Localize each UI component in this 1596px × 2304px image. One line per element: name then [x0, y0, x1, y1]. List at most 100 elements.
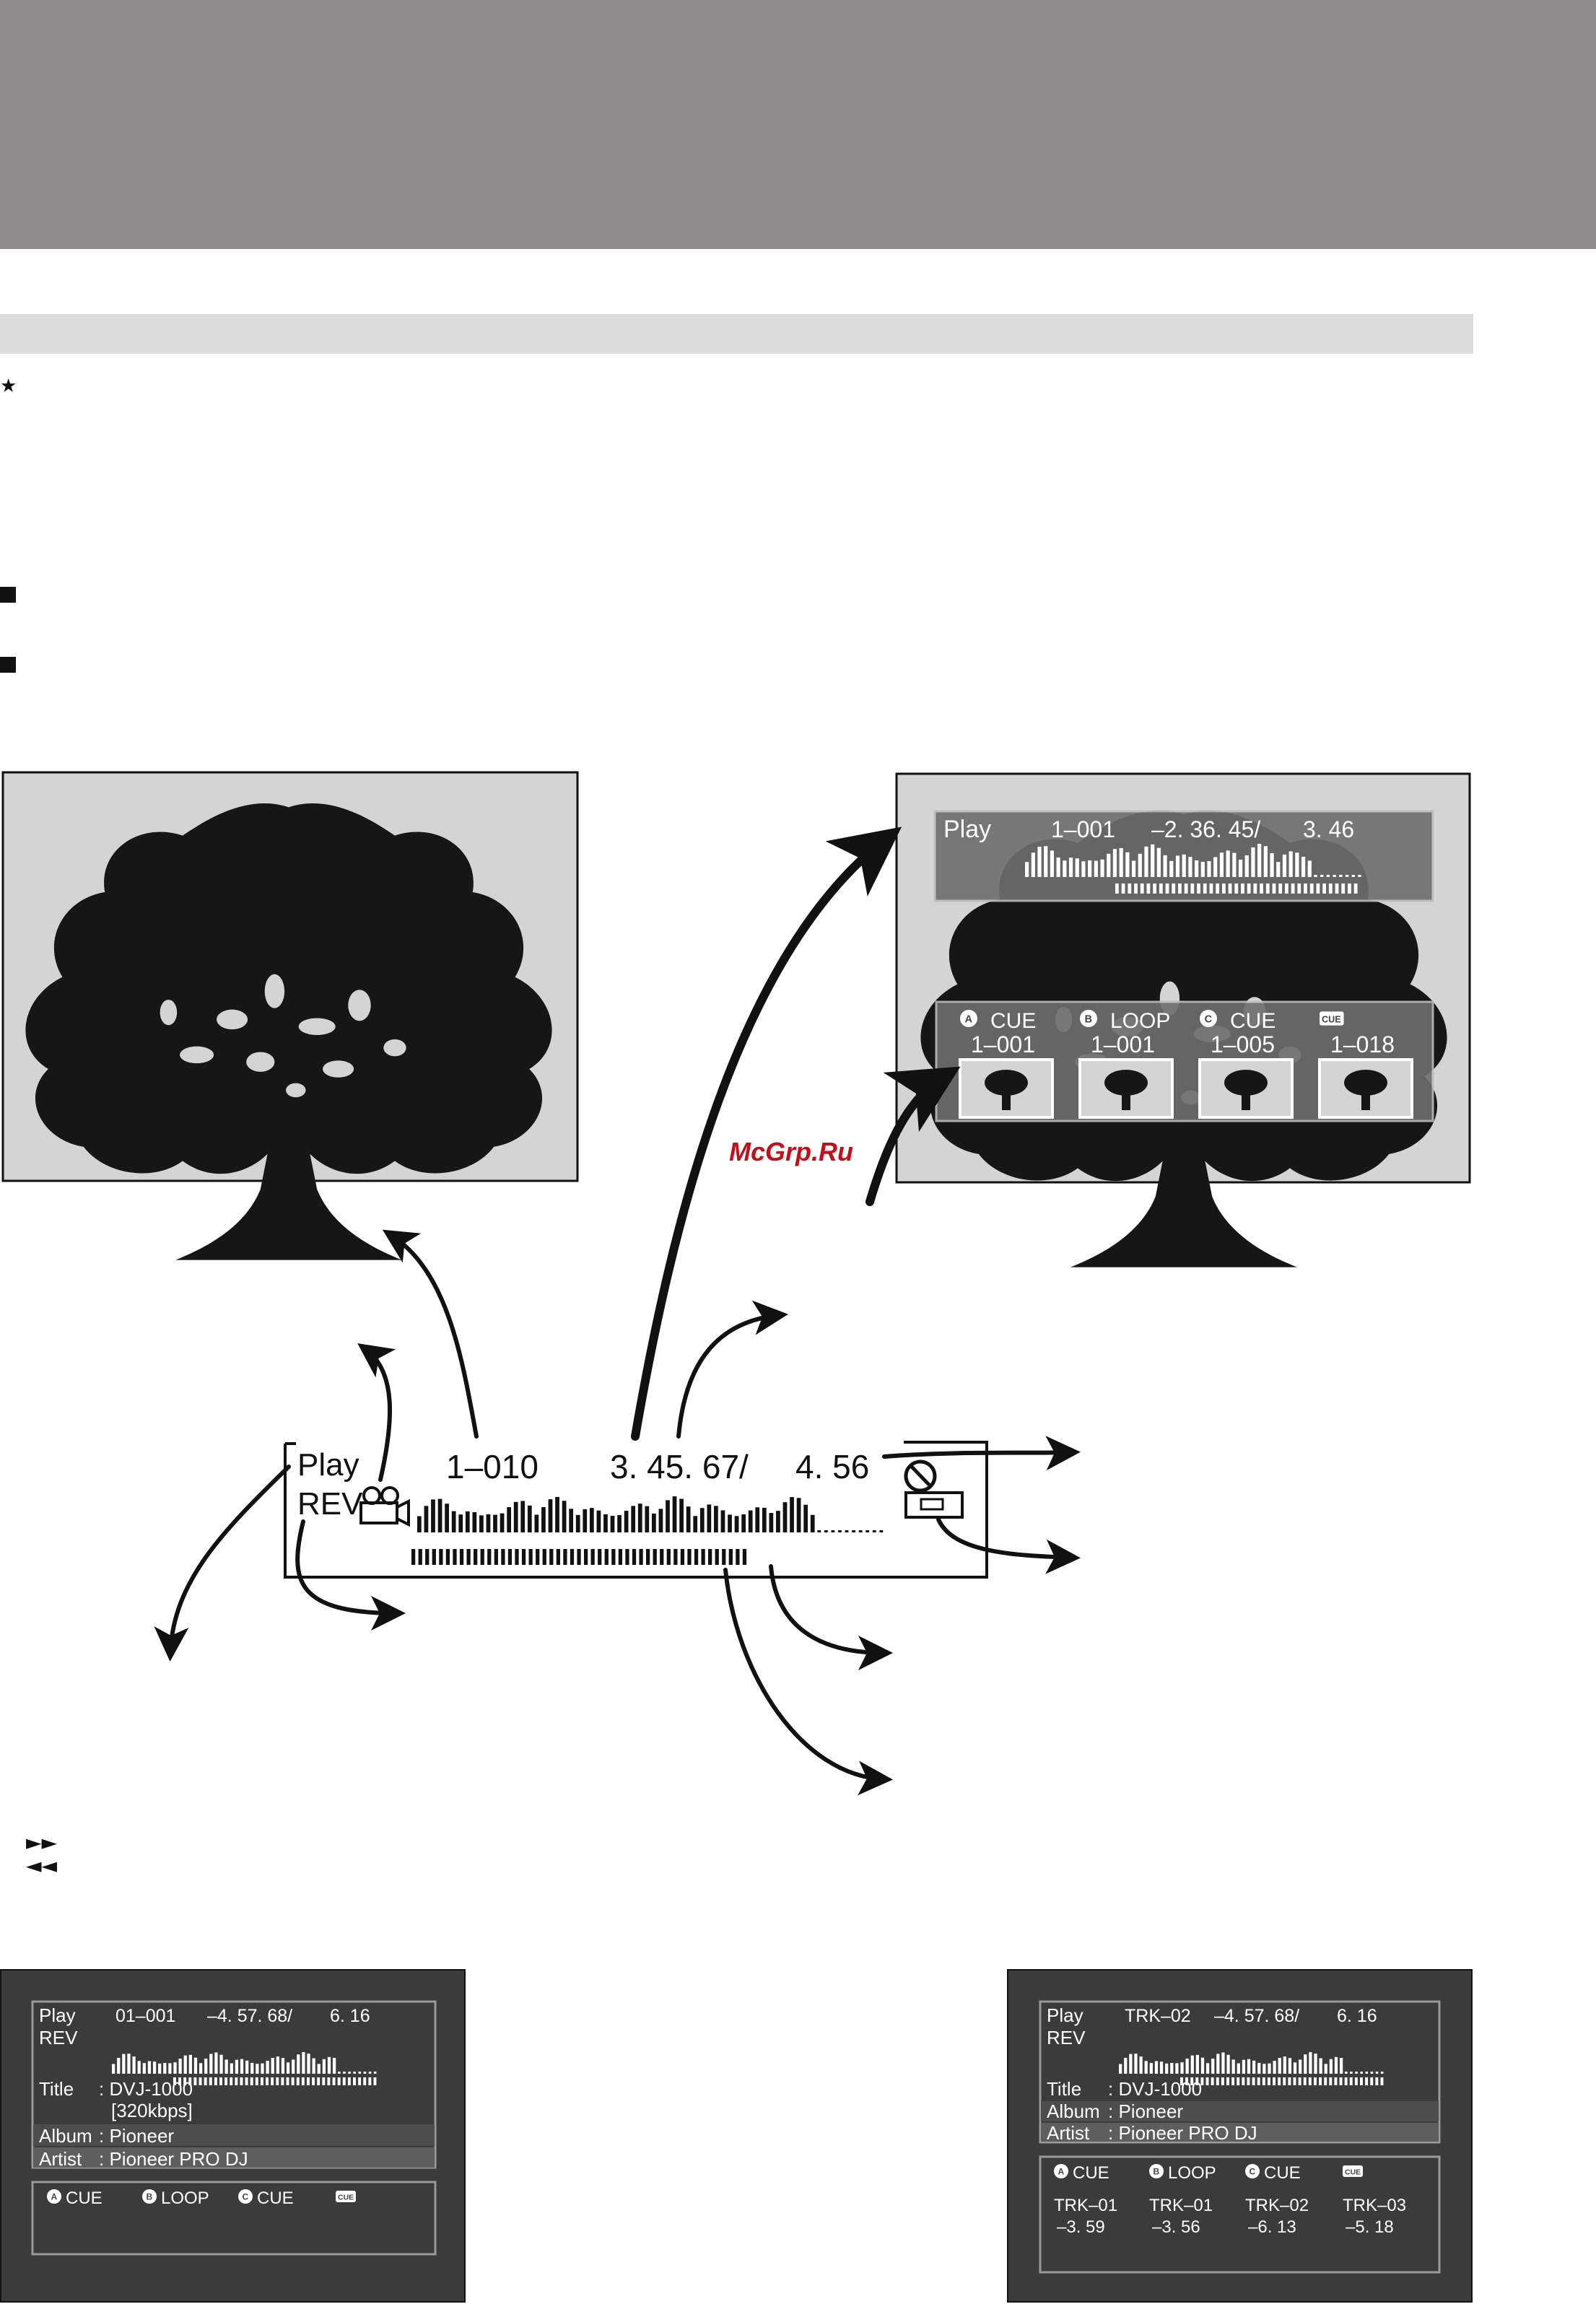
panel-hotcue-label: LOOP	[1168, 2163, 1216, 2183]
waveform-bar	[322, 2059, 326, 2074]
waveform-bar	[555, 1496, 559, 1532]
waveform-strip-tick	[736, 1549, 740, 1565]
waveform-strip-tick	[536, 1549, 540, 1565]
panel-hotcue-track: TRK–01	[1149, 2196, 1213, 2215]
waveform-bar	[1257, 2062, 1261, 2074]
pr-artist-value: : Pioneer PRO DJ	[1108, 2122, 1257, 2144]
waveform-strip-tick	[224, 2077, 228, 2085]
video-screen-plain	[1, 771, 579, 1260]
waveform-bar	[451, 1511, 456, 1532]
waveform-strip-tick	[646, 1549, 650, 1565]
waveform-bar	[624, 1511, 629, 1532]
waveform-strip-tick	[373, 2077, 377, 2085]
waveform-strip-tick	[1257, 2077, 1260, 2085]
waveform-bar	[271, 2057, 274, 2074]
watermark: McGrp.Ru	[729, 1137, 853, 1166]
hotcue-badge-letter: C	[1205, 1013, 1212, 1025]
waveform-strip-tick	[1253, 883, 1257, 894]
waveform-strip-tick	[1291, 883, 1295, 894]
waveform-bar	[513, 1501, 518, 1532]
pr-title-label: Title	[1047, 2078, 1081, 2100]
waveform-strip-tick	[1335, 883, 1339, 894]
pr-total: 6. 16	[1337, 2006, 1377, 2026]
waveform-bar	[152, 2061, 157, 2074]
waveform-dot	[373, 2072, 377, 2074]
waveform-strip-tick	[1293, 2077, 1296, 2085]
waveform-strip-tick	[1184, 883, 1188, 894]
waveform-bar	[266, 2061, 269, 2074]
waveform-bar	[1144, 846, 1148, 877]
waveform-bar	[417, 1516, 422, 1532]
waveform-strip-tick	[188, 2077, 192, 2085]
waveform-bar	[734, 1516, 739, 1532]
waveform-strip-tick	[260, 2077, 263, 2085]
waveform-dot	[1375, 2072, 1379, 2074]
waveform-bar	[686, 1506, 691, 1532]
cue-badge-icon	[1320, 1011, 1344, 1026]
waveform-bar	[1324, 2064, 1327, 2074]
waveform-strip-tick	[219, 2077, 222, 2085]
waveform-bar	[1119, 2064, 1122, 2074]
waveform-strip-tick	[549, 1549, 554, 1565]
panel-hotcue-time: –6. 13	[1248, 2217, 1296, 2237]
waveform-strip-tick	[312, 2077, 315, 2085]
waveform-strip-tick	[322, 2077, 326, 2085]
waveform-bar	[1273, 2061, 1276, 2074]
waveform-bar	[235, 2059, 239, 2074]
panel-right: Play REV TRK–02 –4. 57. 68/ 6. 16 Title …	[1007, 1969, 1473, 2303]
waveform-bar	[286, 2062, 290, 2074]
waveform-dot	[1380, 2072, 1384, 2074]
waveform-bar	[1144, 2061, 1148, 2074]
waveform-bar	[132, 2056, 136, 2074]
thumbnail-shape	[1242, 1090, 1250, 1110]
waveform-bar	[1231, 2059, 1235, 2074]
waveform-strip-tick	[611, 1549, 616, 1565]
waveform-strip-tick	[1360, 2077, 1363, 2085]
waveform-bar	[790, 1497, 794, 1532]
waveform-strip-tick	[1180, 2077, 1183, 2085]
waveform-dot	[817, 1530, 821, 1532]
waveform-bar	[472, 1512, 477, 1532]
waveform-strip-tick	[1221, 883, 1226, 894]
waveform-strip-tick	[1278, 2077, 1281, 2085]
waveform-bar	[1094, 860, 1098, 877]
waveform-strip-tick	[466, 1549, 471, 1565]
lcd-elapsed: 3. 45. 67/	[610, 1448, 749, 1485]
waveform-bar	[728, 1514, 732, 1532]
panel-hotcue-label: CUE	[257, 2189, 294, 2208]
waveform-strip-tick	[1348, 883, 1351, 894]
waveform-bar	[1339, 2057, 1343, 2074]
panel-hotcue-track: TRK–02	[1245, 2196, 1309, 2215]
section-band	[0, 314, 1473, 354]
waveform-bar	[1119, 847, 1123, 877]
hotcue-badge-letter: B	[147, 2192, 153, 2202]
waveform-bar	[117, 2058, 121, 2074]
waveform-bar	[209, 2054, 213, 2074]
waveform-strip-tick	[694, 1549, 699, 1565]
waveform-dot	[879, 1530, 884, 1532]
waveform-dot	[1320, 875, 1324, 877]
waveform-dot	[1314, 875, 1317, 877]
waveform-bar	[1151, 844, 1155, 877]
waveform-strip-tick	[1203, 883, 1207, 894]
waveform-bar	[199, 2063, 203, 2074]
waveform-bar	[1232, 852, 1237, 877]
waveform-bar	[1195, 2054, 1199, 2074]
panel-hotcue-time: –3. 56	[1152, 2217, 1200, 2237]
panel-hotcue-label: CUE	[66, 2189, 103, 2208]
waveform-dot	[343, 2072, 346, 2074]
overlay-hotcue-kind: CUE	[1230, 1009, 1276, 1033]
waveform-bar	[1134, 2054, 1138, 2074]
waveform-strip-tick	[1247, 2077, 1250, 2085]
waveform-strip-tick	[604, 1549, 609, 1565]
waveform-bar	[1129, 2054, 1133, 2074]
waveform-strip-tick	[1328, 883, 1333, 894]
waveform-strip-tick	[1316, 883, 1320, 894]
fast-forward-icon: ►►	[26, 1830, 58, 1854]
waveform-strip-tick	[332, 2077, 336, 2085]
waveform-dot	[338, 2072, 341, 2074]
waveform-bar	[1270, 853, 1274, 877]
waveform-strip-tick	[1134, 883, 1138, 894]
waveform-bar	[1175, 2063, 1179, 2074]
